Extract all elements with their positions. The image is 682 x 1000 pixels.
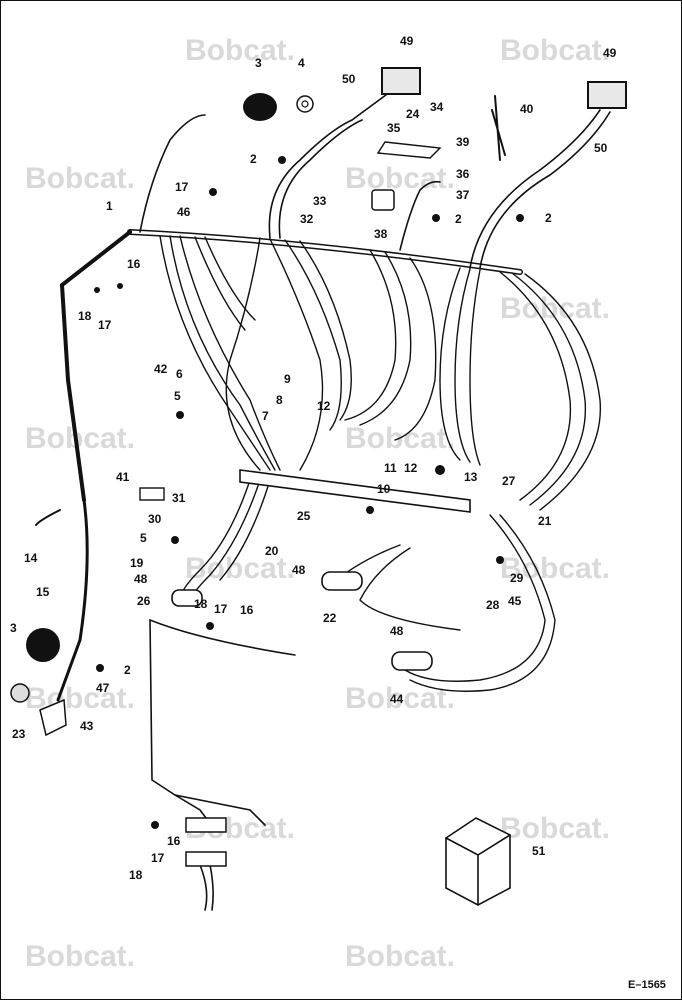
- callout-50: 50: [594, 141, 608, 155]
- callout-46: 46: [177, 205, 191, 219]
- callout-6: 6: [176, 367, 183, 381]
- callout-49: 49: [603, 46, 617, 60]
- watermark-text: Bobcat.: [345, 162, 455, 195]
- callout-23: 23: [12, 727, 26, 741]
- callout-51: 51: [532, 844, 546, 858]
- callout-49: 49: [400, 34, 414, 48]
- callout-42: 42: [154, 362, 168, 376]
- callout-10: 10: [377, 482, 391, 496]
- callout-2: 2: [250, 152, 257, 166]
- callout-50: 50: [342, 72, 356, 86]
- callout-37: 37: [456, 188, 470, 202]
- callout-16: 16: [167, 834, 181, 848]
- callout-2: 2: [455, 212, 462, 226]
- callout-47: 47: [96, 681, 110, 695]
- callout-layer: 1222233455678910111212131415161616171717…: [10, 34, 617, 882]
- callout-3: 3: [10, 621, 17, 635]
- callout-48: 48: [134, 572, 148, 586]
- callout-48: 48: [390, 624, 404, 638]
- callout-7: 7: [262, 409, 269, 423]
- callout-5: 5: [140, 531, 147, 545]
- callout-45: 45: [508, 594, 522, 608]
- callout-16: 16: [240, 603, 254, 617]
- callout-5: 5: [174, 389, 181, 403]
- watermark-text: Bobcat.: [345, 940, 455, 973]
- callout-28: 28: [486, 598, 500, 612]
- watermark-text: Bobcat.: [25, 162, 135, 195]
- callout-2: 2: [545, 211, 552, 225]
- callout-17: 17: [175, 180, 189, 194]
- callout-12: 12: [317, 399, 331, 413]
- callout-16: 16: [127, 257, 141, 271]
- callout-21: 21: [538, 514, 552, 528]
- callout-18: 18: [194, 597, 208, 611]
- callout-4: 4: [298, 56, 305, 70]
- callout-17: 17: [98, 318, 112, 332]
- callout-43: 43: [80, 719, 94, 733]
- callout-17: 17: [151, 851, 165, 865]
- callout-41: 41: [116, 470, 130, 484]
- callout-34: 34: [430, 100, 444, 114]
- watermark-text: Bobcat.: [500, 812, 610, 845]
- watermark-text: Bobcat.: [25, 422, 135, 455]
- watermark-text: Bobcat.: [500, 292, 610, 325]
- callout-8: 8: [276, 393, 283, 407]
- watermark-text: Bobcat.: [185, 552, 295, 585]
- callout-25: 25: [297, 509, 311, 523]
- callout-35: 35: [387, 121, 401, 135]
- callout-27: 27: [502, 474, 516, 488]
- callout-11: 11: [384, 461, 397, 475]
- callout-26: 26: [137, 594, 151, 608]
- watermark-layer: Bobcat. Bobcat. Bobcat. Bobcat. Bobcat. Bobca…: [25, 34, 610, 973]
- callout-40: 40: [520, 102, 534, 116]
- callout-20: 20: [265, 544, 279, 558]
- callout-48: 48: [292, 563, 306, 577]
- callout-29: 29: [510, 571, 524, 585]
- callout-9: 9: [284, 372, 291, 386]
- callout-22: 22: [323, 611, 337, 625]
- callout-38: 38: [374, 227, 388, 241]
- callout-30: 30: [148, 512, 162, 526]
- callout-12: 12: [404, 461, 418, 475]
- watermark-text: Bobcat.: [500, 552, 610, 585]
- watermark-text: Bobcat.: [185, 34, 295, 67]
- watermark-text: Bobcat.: [500, 34, 610, 67]
- callout-32: 32: [300, 212, 314, 226]
- callout-31: 31: [172, 491, 186, 505]
- figure-id: E–1565: [628, 979, 666, 991]
- callout-33: 33: [313, 194, 327, 208]
- callout-19: 19: [130, 556, 144, 570]
- callout-17: 17: [214, 602, 228, 616]
- callout-24: 24: [406, 107, 420, 121]
- callout-3: 3: [255, 56, 262, 70]
- callout-18: 18: [129, 868, 143, 882]
- callout-13: 13: [464, 470, 478, 484]
- callout-15: 15: [36, 585, 50, 599]
- callout-44: 44: [390, 692, 404, 706]
- harness-drawing: [10, 67, 627, 911]
- callout-36: 36: [456, 167, 470, 181]
- callout-1: 1: [106, 199, 113, 213]
- callout-14: 14: [24, 551, 38, 565]
- watermark-text: Bobcat.: [345, 682, 455, 715]
- callout-2: 2: [124, 663, 131, 677]
- watermark-text: Bobcat.: [25, 940, 135, 973]
- callout-18: 18: [78, 309, 92, 323]
- callout-39: 39: [456, 135, 470, 149]
